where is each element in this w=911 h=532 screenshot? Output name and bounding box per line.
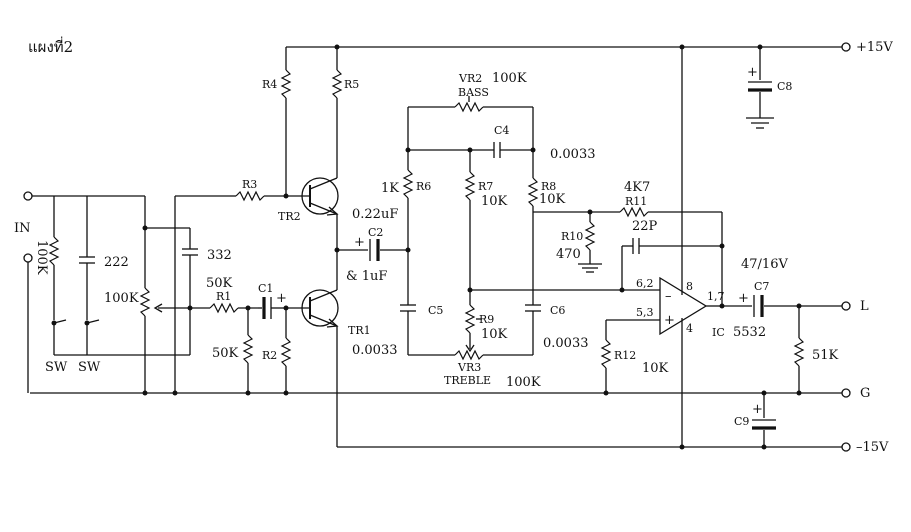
r7-label: R7 <box>478 180 493 193</box>
minus-15v-terminal <box>841 442 851 452</box>
r2-label: R2 <box>262 349 277 362</box>
c2-value: 0.22uF <box>352 207 398 222</box>
ic-label: IC <box>712 326 725 339</box>
r9-label: R9 <box>479 313 494 326</box>
minus-15v-label: –15V <box>856 440 889 455</box>
c7-value: 47/16V <box>741 257 788 272</box>
c5-label: C5 <box>428 304 443 317</box>
pin-inv-label: 6,2 <box>636 277 654 290</box>
r10-value: 470 <box>556 247 581 262</box>
volume-pot-value: 100K <box>104 291 139 306</box>
opamp-plus: + <box>664 313 675 328</box>
vr3-label: VR3 <box>457 361 481 374</box>
ground-terminal <box>841 388 851 398</box>
switch-1-label: SW <box>45 360 68 375</box>
cap-332-label: 332 <box>207 248 232 263</box>
tone-stack: VR2 100K BASS 1K R6 C5 0.0033 C4 0.0033 <box>352 71 660 390</box>
r-out-value: 51K <box>812 348 839 363</box>
r11-label: R11 <box>625 195 647 208</box>
bass-label: BASS <box>458 86 489 99</box>
plus-15v-rail: +15V <box>286 40 893 55</box>
output-stage: 4K7 R11 R10 470 22P – + 6,2 5,3 8 4 1,7 … <box>556 44 869 450</box>
minus-15v-rail: –15V <box>337 440 889 455</box>
r3-label: R3 <box>242 178 257 191</box>
r-50k-ground-value: 50K <box>212 346 239 361</box>
r8-value: 10K <box>539 192 566 207</box>
pin-vminus-label: 4 <box>686 322 693 335</box>
r10-label: R10 <box>561 230 583 243</box>
ground-rail: G <box>30 386 870 401</box>
input-resistor-value: 100K <box>34 240 49 275</box>
pin-vplus-label: 8 <box>686 280 693 293</box>
ic-value: 5532 <box>733 325 766 340</box>
c6-value: 0.0033 <box>543 336 589 351</box>
r5-label: R5 <box>344 78 359 91</box>
input-section: IN 100K 222 SW SW 100K <box>14 191 232 393</box>
c4-label: C4 <box>494 124 509 137</box>
transistor-stage: 50K R1 50K + C1 R2 TR1 <box>190 44 408 447</box>
vr2-label: VR2 <box>458 72 482 85</box>
c1-plus: + <box>276 291 287 306</box>
tr2-label: TR2 <box>278 210 301 223</box>
input-terminal-signal <box>23 191 33 201</box>
opamp-minus: – <box>665 289 672 304</box>
c7-label: C7 <box>754 280 769 293</box>
plus-15v-label: +15V <box>856 40 893 55</box>
c5-value: 0.0033 <box>352 343 398 358</box>
c-22p-value: 22P <box>632 219 658 234</box>
treble-label: TREBLE <box>444 374 491 387</box>
r9-value: 10K <box>481 327 508 342</box>
c6-label: C6 <box>550 304 565 317</box>
c2-label: C2 <box>368 226 383 239</box>
c9-plus: + <box>752 402 763 417</box>
pin-out-label: 1,7 <box>707 290 725 303</box>
r12-label: R12 <box>614 349 636 362</box>
c2-alt-value: & 1uF <box>346 269 387 284</box>
output-l-terminal <box>841 301 851 311</box>
vr3-value: 100K <box>506 375 541 390</box>
input-label: IN <box>14 221 31 236</box>
pin-noninv-label: 5,3 <box>636 306 654 319</box>
c2-plus: + <box>354 235 365 250</box>
r12-value: 10K <box>642 361 669 376</box>
plus-15v-terminal <box>841 42 851 52</box>
r7-value: 10K <box>481 194 508 209</box>
r1-label: R1 <box>216 290 231 303</box>
switch-2-label: SW <box>78 360 101 375</box>
input-terminal-ground <box>23 253 33 263</box>
panel-title: แผงที่2 <box>28 36 73 56</box>
ground-label: G <box>860 386 870 401</box>
tr1-label: TR1 <box>348 324 371 337</box>
input-cap-222-label: 222 <box>104 255 129 270</box>
r6-value: 1K <box>381 181 399 196</box>
c1-label: C1 <box>258 282 273 295</box>
r6-label: R6 <box>416 180 431 193</box>
output-l-label: L <box>860 299 869 314</box>
c4-value: 0.0033 <box>550 147 596 162</box>
c7-plus: + <box>738 291 749 306</box>
opamp-symbol <box>659 276 708 336</box>
r8-label: R8 <box>541 180 556 193</box>
vr2-value: 100K <box>492 71 527 86</box>
r11-value: 4K7 <box>624 180 650 195</box>
r1-value: 50K <box>206 276 233 291</box>
c8-label: C8 <box>777 80 792 93</box>
r4-label: R4 <box>262 78 277 91</box>
c9-label: C9 <box>734 415 749 428</box>
c8-plus: + <box>747 65 758 80</box>
